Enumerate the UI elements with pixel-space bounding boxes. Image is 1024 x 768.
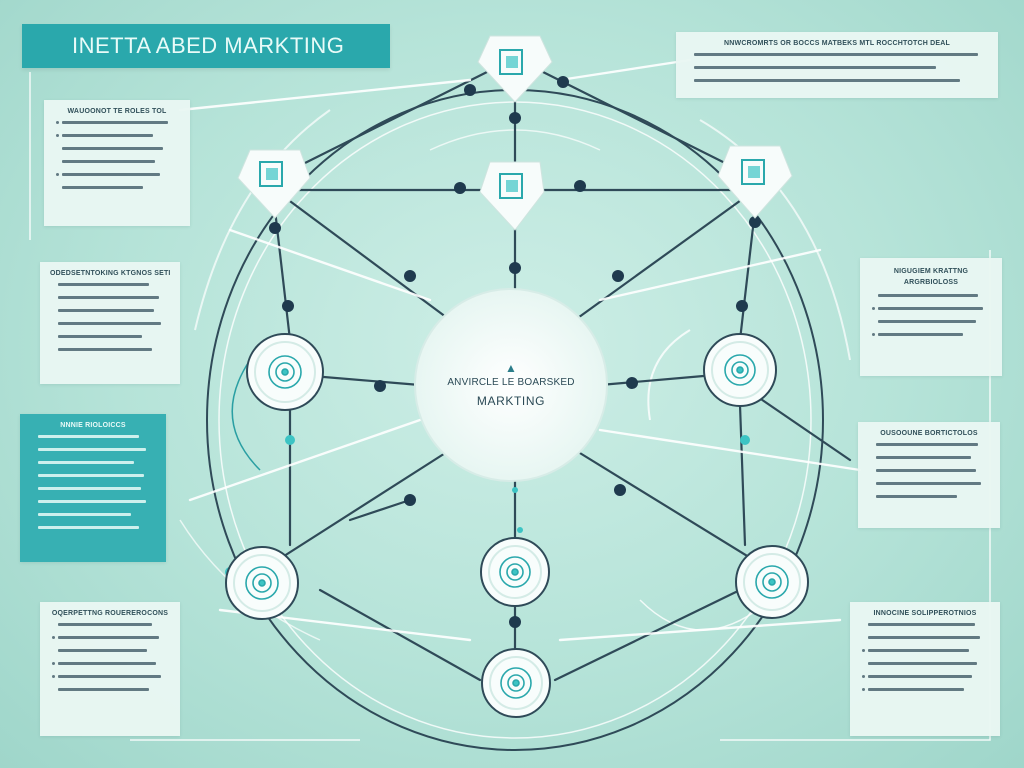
text-line	[694, 79, 960, 82]
round-node-left[interactable]	[246, 333, 324, 411]
text-line	[51, 661, 157, 665]
text-line	[56, 120, 168, 124]
gear-circuit-icon	[499, 556, 531, 588]
gear-circuit-icon	[724, 354, 756, 386]
document-stack-icon	[499, 173, 523, 199]
round-node-bottom[interactable]	[481, 648, 551, 718]
text-line	[871, 332, 964, 336]
info-card-top-right: NNWCROMRTS OR BOCCS MATBEKS MTL ROCCHTOT…	[676, 32, 998, 98]
text-line	[861, 687, 965, 691]
info-card-right-1: NIGUGIEM KRATTNG ARGRBIOLOSS	[860, 258, 1002, 376]
gear-circuit-icon	[755, 565, 789, 599]
card-title: NIGUGIEM KRATTNG ARGRBIOLOSS	[893, 268, 969, 286]
text-line	[868, 623, 975, 626]
card-title: NNWCROMRTS OR BOCCS MATBEKS MTL ROCCHTOT…	[724, 40, 950, 47]
document-node-left[interactable]	[237, 149, 311, 219]
text-line	[51, 674, 162, 678]
text-line	[52, 635, 159, 639]
text-line	[878, 294, 979, 297]
text-line	[876, 456, 972, 459]
text-line	[58, 283, 150, 286]
round-node-bottom-left[interactable]	[225, 546, 299, 620]
text-line	[62, 186, 143, 189]
document-stack-icon	[741, 159, 765, 185]
text-line	[38, 448, 147, 451]
text-line	[58, 688, 150, 691]
text-line	[694, 53, 978, 56]
info-card-left-3: NNNIE RIOLOICCS	[20, 414, 166, 562]
round-node-right[interactable]	[703, 333, 777, 407]
document-stack-icon	[259, 161, 283, 187]
info-card-left-1: WAUOONOT TE ROLES TOL	[44, 100, 190, 226]
text-line	[862, 674, 972, 678]
card-title: OUSOOUNE BORTICTOLOS	[880, 430, 978, 437]
text-line	[62, 160, 156, 163]
text-line	[58, 649, 147, 652]
document-node-center[interactable]	[479, 161, 545, 231]
text-line	[58, 623, 152, 626]
text-line	[58, 309, 154, 312]
text-line	[38, 487, 142, 490]
text-line	[58, 296, 159, 299]
text-line	[876, 495, 957, 498]
text-line	[868, 636, 980, 639]
central-hub[interactable]	[414, 288, 608, 482]
diagram-title: INETTA ABED MARKTING	[72, 33, 345, 58]
gear-circuit-icon	[268, 355, 302, 389]
text-line	[876, 482, 981, 485]
text-line	[38, 435, 139, 438]
text-line	[56, 133, 153, 137]
text-line	[58, 322, 162, 325]
info-card-right-2: OUSOOUNE BORTICTOLOS	[858, 422, 1000, 528]
card-title: ODEDSETNTOKING KTGNOS SETIUE	[50, 270, 170, 277]
text-line	[58, 335, 142, 338]
text-line	[62, 147, 163, 150]
text-line	[878, 320, 976, 323]
card-title: OQERPETTNG ROUEREROCONS	[51, 610, 169, 617]
card-title: INNOCINE SOLIPPEROTNIOS	[873, 610, 977, 617]
junction-dots	[269, 76, 761, 628]
text-line	[868, 662, 978, 665]
text-line	[38, 461, 134, 464]
card-title: WAUOONOT TE ROLES TOL	[67, 108, 167, 115]
gear-circuit-icon	[245, 566, 279, 600]
info-card-bottom-right: INNOCINE SOLIPPEROTNIOS	[850, 602, 1000, 736]
text-line	[38, 500, 147, 503]
text-line	[55, 172, 161, 176]
round-node-bottom-center[interactable]	[480, 537, 550, 607]
info-card-left-2: ODEDSETNTOKING KTGNOS SETIUE	[40, 262, 180, 384]
title-banner: INETTA ABED MARKTING	[22, 24, 390, 68]
text-line	[876, 443, 979, 446]
document-node-right[interactable]	[717, 145, 793, 219]
text-line	[58, 348, 152, 351]
gear-circuit-icon	[500, 667, 532, 699]
text-line	[38, 526, 139, 529]
text-line	[38, 513, 132, 516]
document-stack-icon	[499, 49, 523, 75]
round-node-bottom-right[interactable]	[735, 545, 809, 619]
text-line	[861, 648, 970, 652]
text-line	[876, 469, 977, 472]
info-card-bottom-left: OQERPETTNG ROUEREROCONS	[40, 602, 180, 736]
text-line	[694, 66, 936, 69]
document-node-top[interactable]	[477, 35, 553, 103]
card-title: NNNIE RIOLOICCS	[60, 422, 126, 429]
text-line	[38, 474, 144, 477]
text-line	[872, 306, 983, 310]
frame-lines	[29, 72, 991, 741]
